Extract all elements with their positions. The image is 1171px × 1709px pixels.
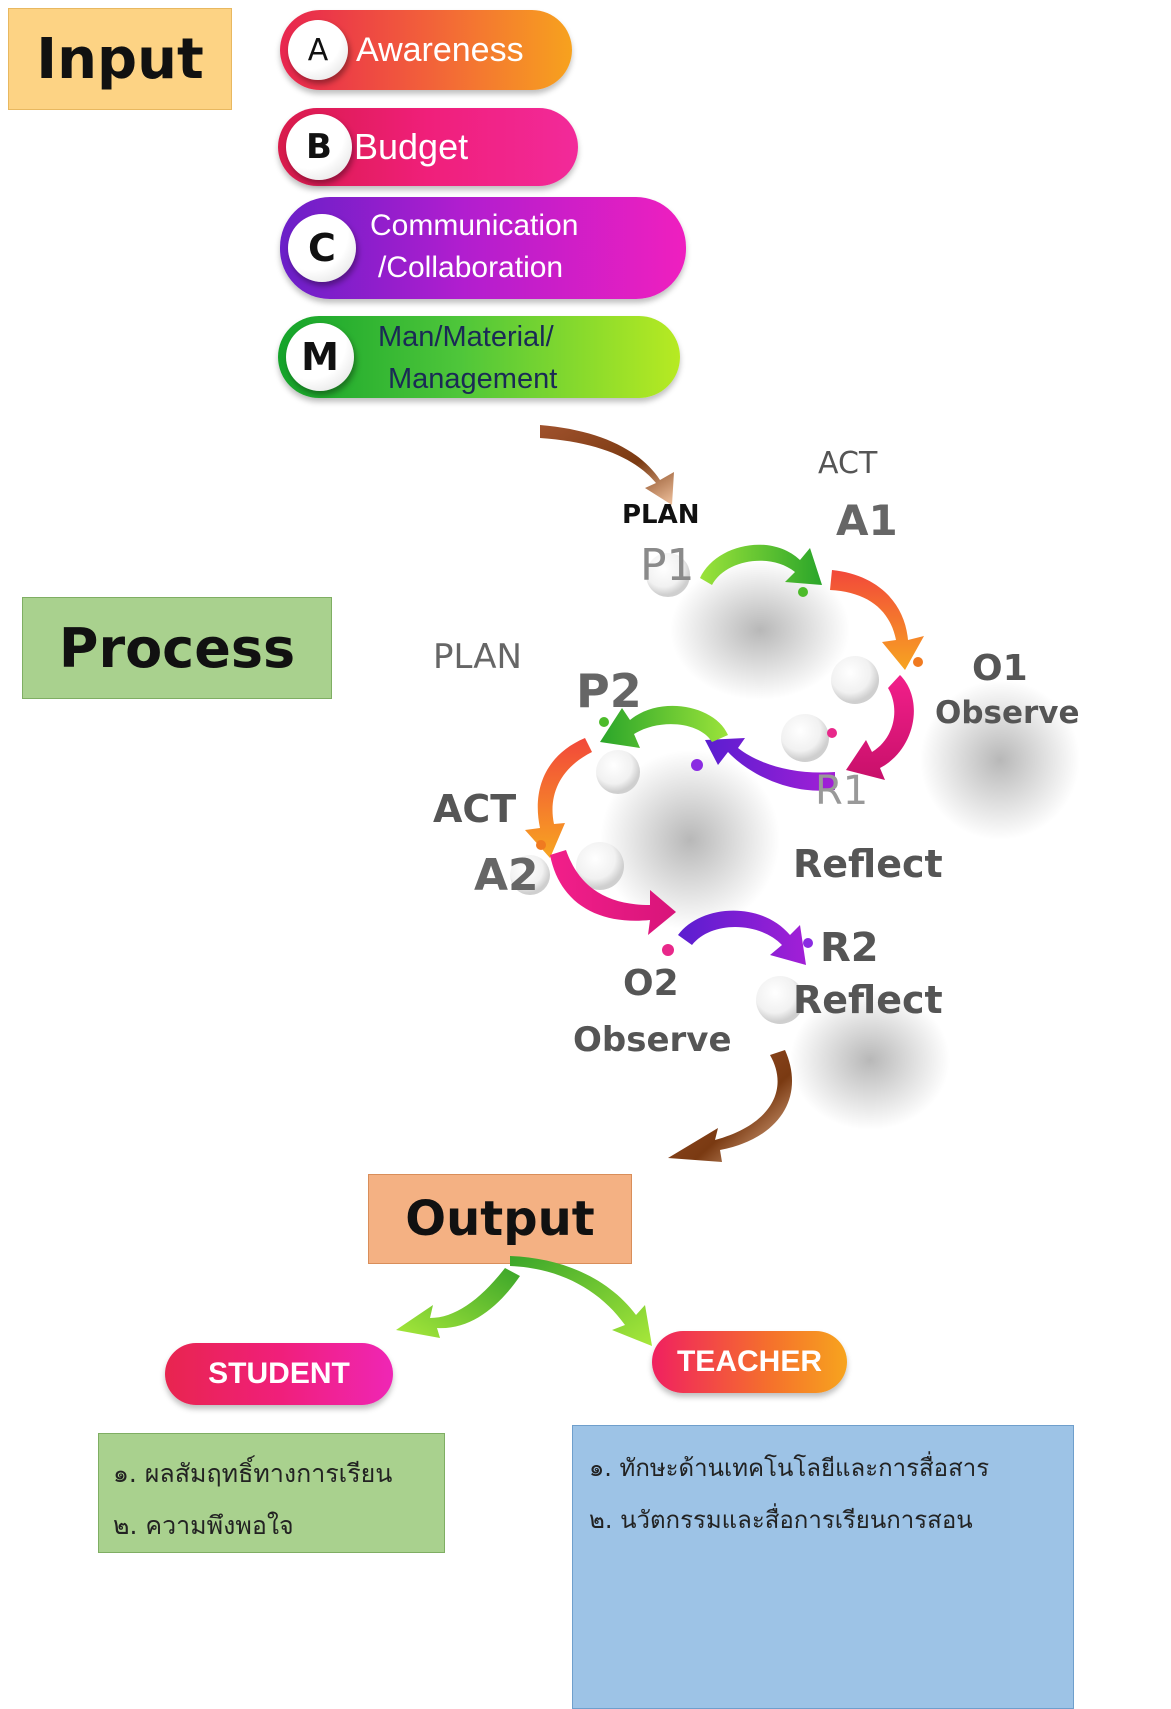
cycle-node-ball [576,842,624,890]
cycle-node-ball [646,553,690,597]
cycle1-reflect-code: R1 [815,768,869,814]
input-item-awareness: A Awareness [280,10,572,90]
teacher-outcomes-box: ๑. ทักษะด้านเทคโนโลยีและการสื่อสาร ๒. นว… [572,1425,1074,1709]
brown-arrow-to-output [668,1050,793,1162]
cycle-node-ball [510,855,550,895]
cycle-dot [913,657,923,667]
cycle2-reflect-code: R2 [820,925,879,971]
cycle1-observe-code: O1 [972,648,1028,689]
output-title: Output [405,1191,595,1247]
cycle-node-ball [596,750,640,794]
cycle-shadow [600,750,780,930]
student-label: STUDENT [208,1357,350,1390]
input-item-communication: C Communication /Collaboration [280,197,686,299]
orange-arrow-p2-a2 [525,738,592,858]
cycle-dot [536,840,546,850]
cycle1-plan-code: P1 [640,540,695,591]
cycle2-act-label: ACT [433,787,517,831]
cycle-shadow [790,990,950,1130]
cycle-node-ball [756,976,804,1024]
letter-badge-a: A [288,20,348,80]
cycle1-act-code: A1 [836,496,898,545]
green-arrow-to-student [396,1268,520,1338]
student-outcome-item: ๑. ผลสัมฤทธิ์ทางการเรียน [113,1459,393,1488]
cycle-node-ball [781,714,829,762]
input-item-label: Communication /Collaboration [370,209,579,284]
cycle2-plan-label: PLAN [433,637,522,677]
output-title-box: Output [368,1174,632,1264]
letter-badge-m: M [286,323,354,391]
purple-arrow-r1-p2 [705,738,835,791]
teacher-label: TEACHER [676,1345,822,1378]
letter-badge-c: C [288,214,356,282]
cycle-dot [798,587,808,597]
pink-arrow-a2-o2 [550,850,676,935]
teacher-label-pill: TEACHER [652,1331,847,1393]
letter-badge-b: B [286,114,352,180]
teacher-outcome-item: ๑. ทักษะด้านเทคโนโลยีและการสื่อสาร [589,1454,990,1482]
input-item-budget: B Budget [278,108,578,186]
process-title-box: Process [22,597,332,699]
input-item-label: Budget [354,126,469,167]
cycle2-observe-code: O2 [623,963,679,1004]
pink-arrow-o1-r1 [846,675,914,780]
green-arrow-p1-a1 [700,544,822,585]
cycle-dot [599,717,609,727]
cycle2-plan-code: P2 [576,664,642,718]
input-item-label: Man/Material/ Management [378,321,558,395]
cycle1-plan-label: PLAN [622,500,700,530]
student-label-pill: STUDENT [165,1343,393,1405]
cycle1-act-label: ACT [818,446,878,481]
cycle1-reflect-label: Reflect [793,842,943,886]
cycle1-observe-label: Observe [935,695,1080,731]
green-arrow-to-teacher [510,1256,652,1346]
green-arrow-p2 [600,705,728,748]
cycle2-reflect-label: Reflect [793,978,943,1022]
student-outcomes-box: ๑. ผลสัมฤทธิ์ทางการเรียน ๒. ความพึงพอใจ [98,1433,445,1553]
cycle-node-ball [831,656,879,704]
input-title-box: Input [8,8,232,110]
input-title: Input [36,26,204,92]
teacher-outcome-item: ๒. นวัตกรรมและสื่อการเรียนการสอน [589,1506,973,1534]
cycle-shadow [920,680,1080,840]
cycle-dot [662,944,674,956]
cycle2-act-code: A2 [474,850,539,901]
process-title: Process [58,616,296,680]
brown-arrow-input-to-plan [540,425,674,505]
cycle-dot [827,728,837,738]
cycle-dot [803,938,813,948]
input-item-man-material: M Man/Material/ Management [278,316,680,398]
cycle-dot [691,759,703,771]
student-outcome-item: ๒. ความพึงพอใจ [113,1511,294,1540]
cycle2-observe-label: Observe [573,1020,732,1060]
orange-arrow-a1-o1 [830,570,924,670]
input-item-label: Awareness [356,31,524,69]
purple-arrow-o2-r2 [678,910,806,965]
